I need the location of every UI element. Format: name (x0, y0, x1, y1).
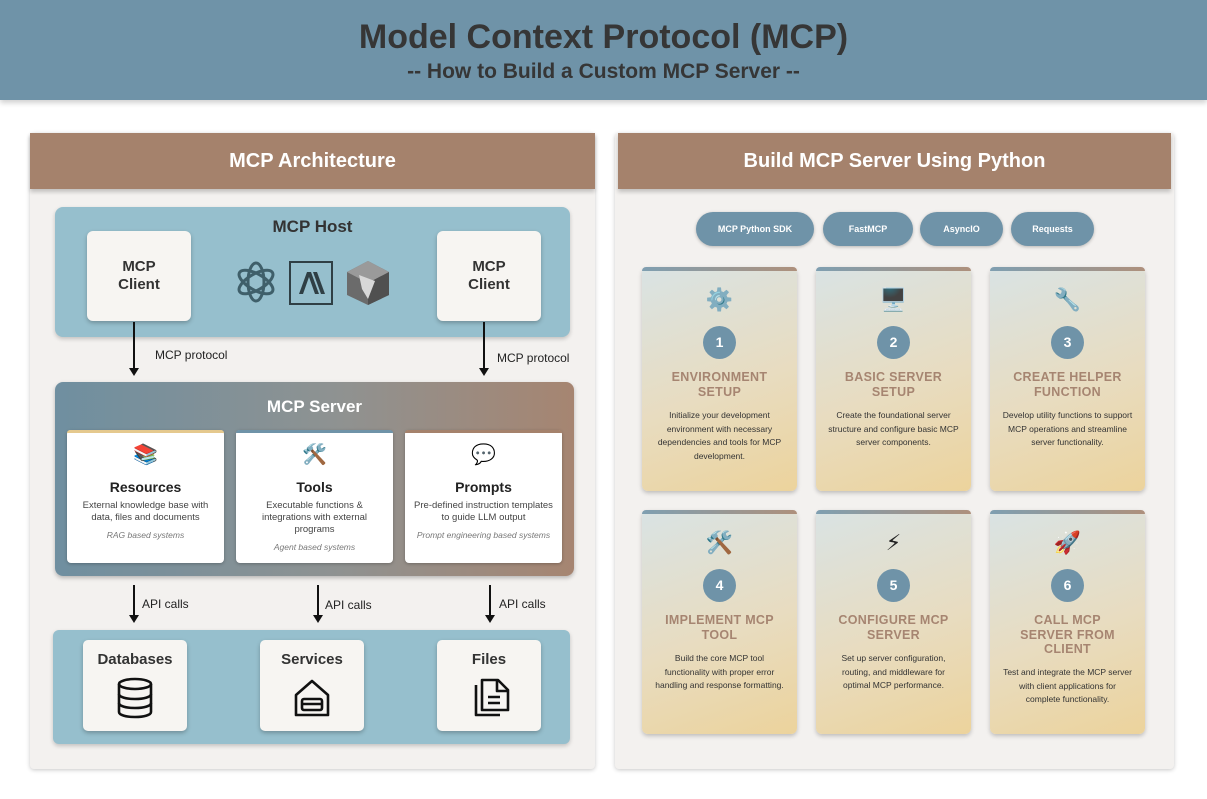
step-number-3: 3 (1051, 326, 1084, 359)
step-number-2: 2 (877, 326, 910, 359)
pill-requests: Requests (1011, 212, 1094, 246)
step-title-3: CREATE HELPER FUNCTION (1013, 370, 1122, 399)
services-label: Services (281, 651, 343, 668)
files-label: Files (471, 651, 507, 668)
tools-desc: Executable functions & integrations with… (261, 500, 368, 535)
step-number-6: 6 (1051, 569, 1084, 602)
step-desc-3: Develop utility functions to support MCP… (1002, 410, 1133, 447)
resources-card: 📚 Resources External knowledge base with… (67, 430, 224, 563)
step-title-6: CALL MCP SERVER FROM CLIENT (1020, 613, 1115, 656)
step-title-1: ENVIRONMENT SETUP (671, 370, 768, 399)
mcp-client-right: MCP Client (437, 231, 541, 321)
api-arrow-files (485, 585, 495, 623)
step-title-2: BASIC SERVER SETUP (844, 370, 943, 399)
api-arrow-databases (129, 585, 139, 623)
prompts-sub: Prompt engineering based systems (416, 530, 551, 540)
computer-icon: 🖥️ (879, 287, 908, 312)
files-box: Files (437, 640, 541, 731)
prompts-title: Prompts (455, 479, 512, 495)
page-header: Model Context Protocol (MCP) -- How to B… (0, 0, 1207, 100)
anthropic-logo (289, 261, 333, 310)
services-icon (294, 679, 330, 717)
mcp-server: MCP Server 📚 Resources External knowledg… (55, 382, 574, 576)
api-arrow-services (313, 585, 323, 623)
tools-title: Tools (296, 479, 333, 495)
page-subtitle: -- How to Build a Custom MCP Server -- (407, 60, 800, 83)
protocol-arrow-left (129, 322, 139, 376)
step-card-5: ⚡ 5 CONFIGURE MCP SERVER Set up server c… (816, 510, 971, 734)
mcp-host: MCP Host MCP Client MCP Client (55, 207, 570, 337)
protocol-label-left: MCP protocol (155, 348, 228, 362)
api-label-databases: API calls (142, 597, 189, 611)
architecture-panel-title: MCP Architecture (30, 133, 595, 189)
mcp-host-title: MCP Host (272, 217, 353, 236)
perplexity-logo (345, 259, 391, 312)
step-number-4: 4 (703, 569, 736, 602)
databases-label: Databases (97, 651, 173, 668)
tools-sub: Agent based systems (273, 542, 356, 552)
api-label-files: API calls (499, 597, 546, 611)
pill-mcp-python-sdk: MCP Python SDK (696, 212, 814, 246)
build-panel-title: Build MCP Server Using Python (618, 133, 1171, 189)
step-card-1: ⚙️ 1 ENVIRONMENT SETUP Initialize your d… (642, 267, 797, 491)
data-stores: Databases Services Files (53, 630, 570, 744)
step-desc-1: Initialize your development environment … (657, 410, 782, 461)
openai-logo (231, 257, 281, 312)
step-desc-2: Create the foundational server structure… (828, 410, 959, 447)
resources-title: Resources (109, 479, 182, 495)
tools-card: 🛠️ Tools Executable functions & integrat… (236, 430, 393, 563)
gear-icon: ⚙️ (705, 287, 734, 312)
rocket-icon: 🚀 (1053, 530, 1082, 555)
step-desc-4: Build the core MCP tool functionality wi… (655, 653, 784, 690)
services-box: Services (260, 640, 364, 731)
step-number-5: 5 (877, 569, 910, 602)
resources-desc: External knowledge base with data, files… (82, 500, 209, 523)
prompts-card: 💬 Prompts Pre-defined instruction templa… (405, 430, 562, 563)
step-card-2: 🖥️ 2 BASIC SERVER SETUP Create the found… (816, 267, 971, 491)
database-icon (117, 677, 153, 719)
mcp-server-title: MCP Server (266, 397, 363, 416)
protocol-arrow-right (479, 322, 489, 376)
pill-fastmcp: FastMCP (823, 212, 913, 246)
pill-asyncio: AsyncIO (920, 212, 1003, 246)
prompts-desc: Pre-defined instruction templates to gui… (414, 500, 553, 523)
resources-sub: RAG based systems (106, 530, 185, 540)
mcp-client-left: MCP Client (87, 231, 191, 321)
files-icon (474, 678, 510, 717)
step-desc-5: Set up server configuration, routing, an… (841, 653, 946, 690)
step-card-4: 🛠️ 4 IMPLEMENT MCP TOOL Build the core M… (642, 510, 797, 734)
step-title-5: CONFIGURE MCP SERVER (838, 613, 949, 642)
step-title-4: IMPLEMENT MCP TOOL (665, 613, 774, 642)
lightning-icon: ⚡ (885, 530, 902, 555)
step-number-1: 1 (703, 326, 736, 359)
step-card-6: 🚀 6 CALL MCP SERVER FROM CLIENT Test and… (990, 510, 1145, 734)
api-label-services: API calls (325, 598, 372, 612)
protocol-label-right: MCP protocol (497, 351, 570, 365)
tools-icon: 🛠️ (302, 444, 327, 466)
speech-bubble-icon: 💬 (471, 444, 496, 466)
wrench-icon: 🔧 (1053, 287, 1082, 312)
books-icon: 📚 (133, 444, 158, 466)
step-desc-6: Test and integrate the MCP server with c… (1003, 667, 1132, 704)
databases-box: Databases (83, 640, 187, 731)
step-card-3: 🔧 3 CREATE HELPER FUNCTION Develop utili… (990, 267, 1145, 491)
page-title: Model Context Protocol (MCP) (358, 18, 849, 56)
tools-icon: 🛠️ (705, 530, 734, 555)
